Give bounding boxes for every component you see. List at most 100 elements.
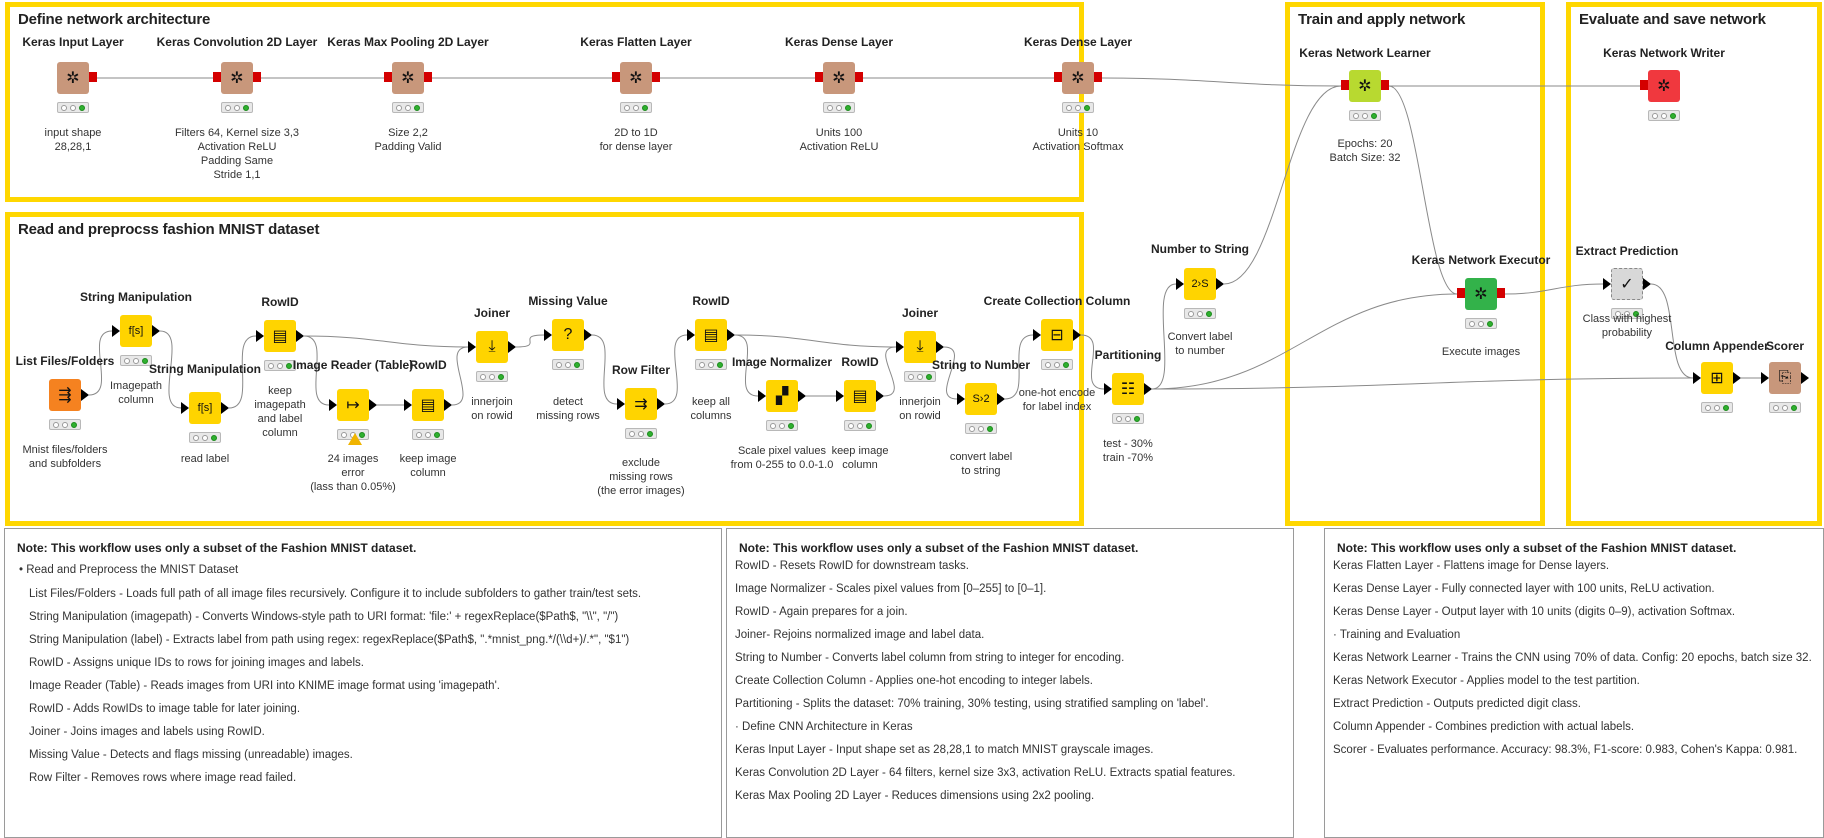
input-port[interactable]: [1693, 372, 1701, 384]
input-port[interactable]: [1457, 288, 1465, 298]
input-port[interactable]: [404, 399, 412, 411]
output-port[interactable]: [508, 341, 516, 353]
string-function-icon[interactable]: f[s]: [120, 315, 152, 347]
keras-icon[interactable]: ✲: [221, 62, 253, 94]
connection-kdense2-klearner[interactable]: [1101, 77, 1342, 87]
output-port[interactable]: [1144, 383, 1152, 395]
input-port[interactable]: [1054, 72, 1062, 82]
input-port[interactable]: [213, 72, 221, 82]
output-port[interactable]: [798, 390, 806, 402]
input-port[interactable]: [1176, 278, 1184, 290]
question-icon[interactable]: ?: [552, 319, 584, 351]
keras-icon[interactable]: ✲: [620, 62, 652, 94]
input-port[interactable]: [617, 398, 625, 410]
connection-extract-colapp[interactable]: [1650, 283, 1694, 379]
note-read-preprocess[interactable]: Note: This workflow uses only a subset o…: [4, 528, 722, 838]
keras-icon[interactable]: ✲: [57, 62, 89, 94]
output-port[interactable]: [1381, 80, 1389, 90]
normalizer-icon[interactable]: ▞: [766, 380, 798, 412]
connection-missing-rowfilter[interactable]: [591, 334, 618, 405]
input-port[interactable]: [329, 399, 337, 411]
annotation-train-apply[interactable]: Train and apply network: [1285, 2, 1545, 526]
input-port[interactable]: [758, 390, 766, 402]
output-port[interactable]: [369, 399, 377, 411]
connection-num2str-klearner[interactable]: [1223, 85, 1342, 285]
input-port[interactable]: [384, 72, 392, 82]
output-port[interactable]: [1497, 288, 1505, 298]
note-preprocess-define[interactable]: Note: This workflow uses only a subset o…: [726, 528, 1294, 838]
input-port[interactable]: [687, 329, 695, 341]
output-port[interactable]: [253, 72, 261, 82]
input-port[interactable]: [836, 390, 844, 402]
output-port[interactable]: [221, 402, 229, 414]
connection-rowid1-imgreader[interactable]: [303, 335, 330, 406]
keras-icon[interactable]: ✲: [1465, 278, 1497, 310]
keras-icon[interactable]: ✲: [392, 62, 424, 94]
input-port[interactable]: [256, 330, 264, 342]
input-port[interactable]: [896, 341, 904, 353]
rowid-icon[interactable]: ▤: [844, 380, 876, 412]
output-port[interactable]: [1801, 372, 1809, 384]
input-port[interactable]: [181, 402, 189, 414]
connection-collcol-partition[interactable]: [1080, 334, 1105, 390]
connection-strman2-rowid1[interactable]: [228, 335, 257, 409]
input-port[interactable]: [468, 341, 476, 353]
connection-rowid3-joiner2[interactable]: [734, 334, 897, 348]
input-port[interactable]: [1341, 80, 1349, 90]
keras-icon[interactable]: ✲: [823, 62, 855, 94]
output-port[interactable]: [89, 72, 97, 82]
output-port[interactable]: [657, 398, 665, 410]
partition-icon[interactable]: ☷: [1112, 373, 1144, 405]
number-to-string-icon[interactable]: 2›S: [1184, 268, 1216, 300]
connection-partition-colapp[interactable]: [1151, 377, 1694, 390]
connection-joiner1-missing[interactable]: [515, 334, 545, 348]
output-port[interactable]: [296, 330, 304, 342]
output-port[interactable]: [584, 329, 592, 341]
column-appender-icon[interactable]: ⊞: [1701, 362, 1733, 394]
output-port[interactable]: [1094, 72, 1102, 82]
annotation-read-preprocess[interactable]: Read and preprocss fashion MNIST dataset: [5, 212, 1084, 526]
connection-rowfilter-rowid3[interactable]: [664, 334, 688, 405]
rowid-icon[interactable]: ▤: [264, 320, 296, 352]
note-train-evaluate[interactable]: Note: This workflow uses only a subset o…: [1324, 528, 1824, 838]
input-port[interactable]: [1104, 383, 1112, 395]
output-port[interactable]: [81, 389, 89, 401]
connection-joiner2-str2num[interactable]: [943, 346, 958, 400]
output-port[interactable]: [1643, 278, 1651, 290]
connection-str2num-collcol[interactable]: [1004, 334, 1034, 400]
output-port[interactable]: [1733, 372, 1741, 384]
image-reader-icon[interactable]: ↦: [337, 389, 369, 421]
check-icon[interactable]: ✓: [1611, 268, 1643, 300]
joiner-icon[interactable]: ⤓: [476, 331, 508, 363]
output-port[interactable]: [997, 393, 1005, 405]
connection-strman1-strman2[interactable]: [159, 330, 182, 409]
output-port[interactable]: [424, 72, 432, 82]
joiner-icon[interactable]: ⤓: [904, 331, 936, 363]
row-filter-icon[interactable]: ⇉: [625, 388, 657, 420]
output-port[interactable]: [855, 72, 863, 82]
input-port[interactable]: [544, 329, 552, 341]
input-port[interactable]: [815, 72, 823, 82]
folder-list-icon[interactable]: ⇶: [49, 379, 81, 411]
output-port[interactable]: [152, 325, 160, 337]
rowid-icon[interactable]: ▤: [412, 389, 444, 421]
output-port[interactable]: [444, 399, 452, 411]
collection-icon[interactable]: ⊟: [1041, 319, 1073, 351]
input-port[interactable]: [1033, 329, 1041, 341]
output-port[interactable]: [876, 390, 884, 402]
keras-icon[interactable]: ✲: [1648, 70, 1680, 102]
input-port[interactable]: [1640, 80, 1648, 90]
keras-icon[interactable]: ✲: [1062, 62, 1094, 94]
connection-rowid1-joiner1[interactable]: [303, 335, 469, 348]
input-port[interactable]: [957, 393, 965, 405]
input-port[interactable]: [1603, 278, 1611, 290]
input-port[interactable]: [612, 72, 620, 82]
string-function-icon[interactable]: f[s]: [189, 392, 221, 424]
connection-kexec-extract[interactable]: [1504, 283, 1604, 295]
connection-klearner-kexec[interactable]: [1388, 85, 1458, 295]
rowid-icon[interactable]: ▤: [695, 319, 727, 351]
keras-icon[interactable]: ✲: [1349, 70, 1381, 102]
input-port[interactable]: [1761, 372, 1769, 384]
connection-rowid3-imgnorm[interactable]: [734, 334, 759, 397]
